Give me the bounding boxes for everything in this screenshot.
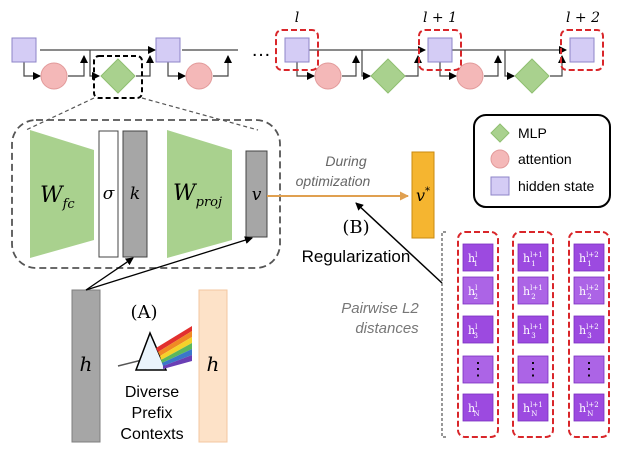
hidden-state-cell: [573, 393, 605, 422]
sigma-label: σ: [103, 184, 115, 204]
prefix-contexts-line2: Prefix: [132, 405, 173, 422]
zoomed-mlp-highlight: [93, 55, 143, 99]
hidden-state-column-frame: [568, 231, 610, 438]
hidden-state-cell: [517, 243, 549, 272]
regularization-arrow: [355, 202, 443, 284]
hidden-state-cell: [573, 315, 605, 344]
mlp-diamond-icon: [514, 58, 550, 94]
hidden-state-cell: [517, 355, 549, 384]
hidden-state-cell: [517, 393, 549, 422]
layer-l2-highlight: [560, 29, 604, 71]
attention-circle-icon: [456, 62, 484, 90]
zoom-line-right: [141, 97, 259, 131]
hidden-state-cell: [462, 315, 494, 344]
attention-circle-icon: [490, 149, 510, 169]
w-fc-label: Wfc: [40, 183, 75, 212]
hidden-state-ellipsis: ⋮: [580, 359, 598, 379]
hidden-state-cell: [573, 243, 605, 272]
hidden-state-cell: [573, 355, 605, 384]
hidden-state-ellipsis: ⋮: [524, 359, 542, 379]
layer-label-l1: l + 1: [423, 10, 457, 26]
k-bar: [122, 130, 148, 258]
hidden-state-cell: [517, 315, 549, 344]
optimization-label-line1: During: [325, 153, 366, 169]
hidden-state-cell: [462, 355, 494, 384]
input-h-right-bar: [198, 289, 228, 443]
mlp-internals-box: [11, 119, 281, 269]
hidden-state-cell: [462, 393, 494, 422]
mlp-diamond-icon: [490, 123, 510, 143]
v-star-label: v*: [416, 186, 430, 205]
hidden-state-cell: [573, 276, 605, 305]
hidden-state-cell: [462, 243, 494, 272]
pairwise-label-line2: distances: [355, 320, 419, 337]
hidden-state-cell: [517, 276, 549, 305]
layer-ellipsis: …: [251, 39, 271, 61]
sigma-bar: [98, 130, 119, 258]
hidden-state-column-frame: [457, 231, 499, 438]
v-label: v: [252, 185, 262, 205]
hidden-state-column-frame: [512, 231, 554, 438]
input-h-label: h: [80, 352, 93, 376]
k-label: k: [130, 184, 140, 204]
prism-icon: [117, 326, 192, 371]
legend-label-hidden-state: hidden state: [518, 178, 594, 194]
hidden-state-square-icon: [155, 37, 181, 63]
hidden-state-square-icon: [427, 37, 453, 63]
attention-circle-icon: [314, 62, 342, 90]
prefix-contexts-line1: Diverse: [125, 384, 179, 401]
mlp-diamond-icon: [100, 58, 136, 94]
legend-label-mlp: MLP: [518, 125, 547, 141]
h-to-v-arrow: [85, 236, 253, 291]
v-bar: [245, 150, 268, 238]
mlp-diamond-icon: [370, 58, 406, 94]
layer-l1-highlight: [418, 29, 462, 71]
hidden-state-square-icon: [569, 37, 595, 63]
section-a-tag: (A): [130, 302, 157, 323]
v-star-bar: [411, 151, 435, 239]
mlp-internals: Wfc σ k Wproj v: [11, 119, 281, 269]
h-to-k-arrow: [85, 257, 134, 291]
w-proj-label: Wproj: [173, 181, 222, 210]
pairwise-label-line1: Pairwise L2: [341, 300, 419, 317]
input-h-right-label: h: [207, 352, 220, 376]
hidden-state-square-icon: [11, 37, 37, 63]
regularization-label: Regularization: [302, 247, 411, 266]
w-fc-trapezoid: [30, 130, 94, 258]
residual-stream: … l l + 1 l + 2: [11, 10, 604, 99]
legend-label-attention: attention: [518, 151, 572, 167]
input-h-bar: [71, 289, 101, 443]
legend: MLP attention hidden state: [473, 114, 611, 208]
attention-circle-icon: [40, 62, 68, 90]
layer-l-highlight: [275, 29, 319, 71]
hidden-state-square-icon: [284, 37, 310, 63]
optimization-label-line2: optimization: [296, 173, 371, 189]
attention-circle-icon: [185, 62, 213, 90]
hidden-state-square-icon: [490, 176, 510, 196]
prefix-contexts-line3: Contexts: [120, 426, 183, 443]
zoom-line-left: [25, 97, 95, 131]
layer-label-l: l: [295, 10, 299, 26]
w-proj-shape: [167, 130, 232, 258]
pairwise-bracket: [441, 231, 446, 438]
layer-label-l2: l + 2: [566, 10, 600, 26]
hidden-state-cell: [462, 276, 494, 305]
section-b-tag: (B): [342, 217, 369, 238]
hidden-state-ellipsis: ⋮: [469, 359, 487, 379]
